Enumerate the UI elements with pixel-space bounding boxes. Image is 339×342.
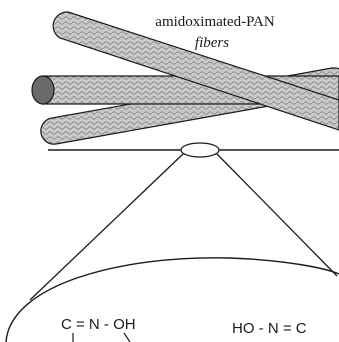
zoom-spot [180, 142, 220, 158]
amidoxime-group-left: C = N - OH [61, 316, 136, 333]
fiber-end-cap [31, 75, 55, 105]
title-line-2: fibers [195, 35, 229, 51]
zoom-line-right [216, 153, 338, 277]
fiber-bundle [31, 11, 339, 145]
title-line-1: amidoximated-PAN [155, 14, 275, 30]
magnified-surface-outline [5, 257, 339, 342]
amidoxime-group-right: HO - N = C [232, 320, 307, 337]
fiber-top-diagonal [52, 11, 339, 131]
zoom-line-left [29, 153, 184, 301]
bond-left-diagonal [123, 332, 131, 342]
